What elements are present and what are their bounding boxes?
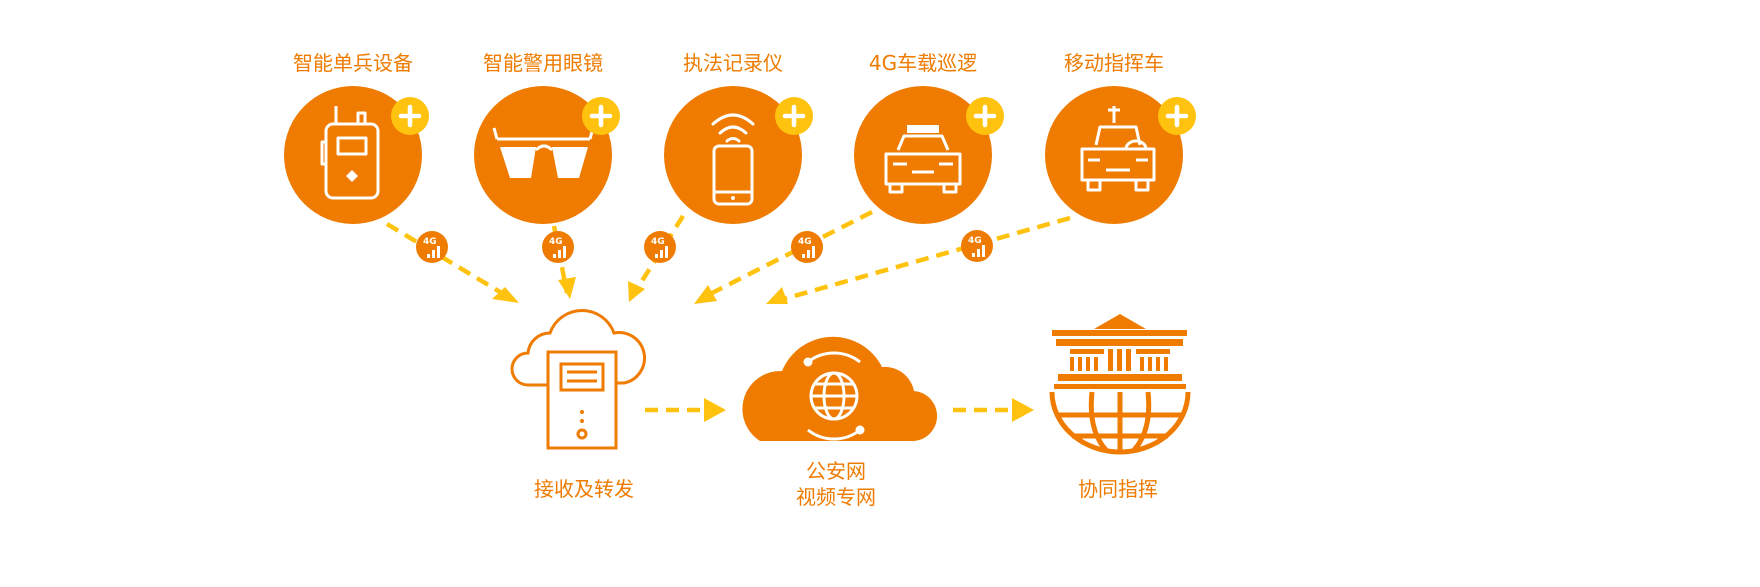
device-label: 4G车载巡逻 bbox=[868, 51, 978, 75]
device-label: 智能警用眼镜 bbox=[483, 51, 603, 75]
node-label: 视频专网 bbox=[796, 485, 876, 509]
police-car-icon bbox=[884, 125, 962, 194]
arrowheads bbox=[492, 277, 1034, 422]
body-camera-phone-icon bbox=[711, 113, 755, 206]
walkie-talkie-icon bbox=[320, 106, 380, 200]
device-body-camera bbox=[664, 86, 813, 224]
add-icon bbox=[1158, 97, 1196, 135]
arrow-walkie-to-server bbox=[385, 222, 507, 297]
cloud-server-icon bbox=[510, 308, 646, 450]
device-command-vehicle bbox=[1045, 86, 1196, 224]
device-police-car bbox=[854, 86, 1004, 224]
node-label: 协同指挥 bbox=[1078, 477, 1158, 501]
signal-4g-icon bbox=[644, 231, 676, 263]
node-label: 公安网 bbox=[806, 459, 866, 483]
node-label: 接收及转发 bbox=[534, 477, 634, 501]
arrow-police-car-to-server bbox=[704, 209, 874, 299]
signal-4g-icon bbox=[961, 230, 993, 262]
cloud-globe-icon bbox=[742, 336, 938, 442]
add-icon bbox=[966, 97, 1004, 135]
add-icon bbox=[582, 97, 620, 135]
network-badges bbox=[416, 230, 993, 263]
signal-4g-icon bbox=[542, 231, 574, 263]
device-label: 执法记录仪 bbox=[683, 51, 783, 75]
device-smart-glasses bbox=[474, 86, 620, 224]
add-icon bbox=[775, 97, 813, 135]
device-walkie-talkie bbox=[284, 86, 429, 224]
add-icon bbox=[391, 97, 429, 135]
signal-4g-icon bbox=[416, 231, 448, 263]
command-center-globe-icon bbox=[1049, 314, 1191, 455]
arrow-command-vehicle-to-server bbox=[779, 215, 1071, 303]
signal-4g-icon bbox=[791, 231, 823, 263]
command-vehicle-icon bbox=[1080, 106, 1156, 192]
device-label: 智能单兵设备 bbox=[293, 51, 413, 75]
device-label: 移动指挥车 bbox=[1064, 51, 1164, 75]
